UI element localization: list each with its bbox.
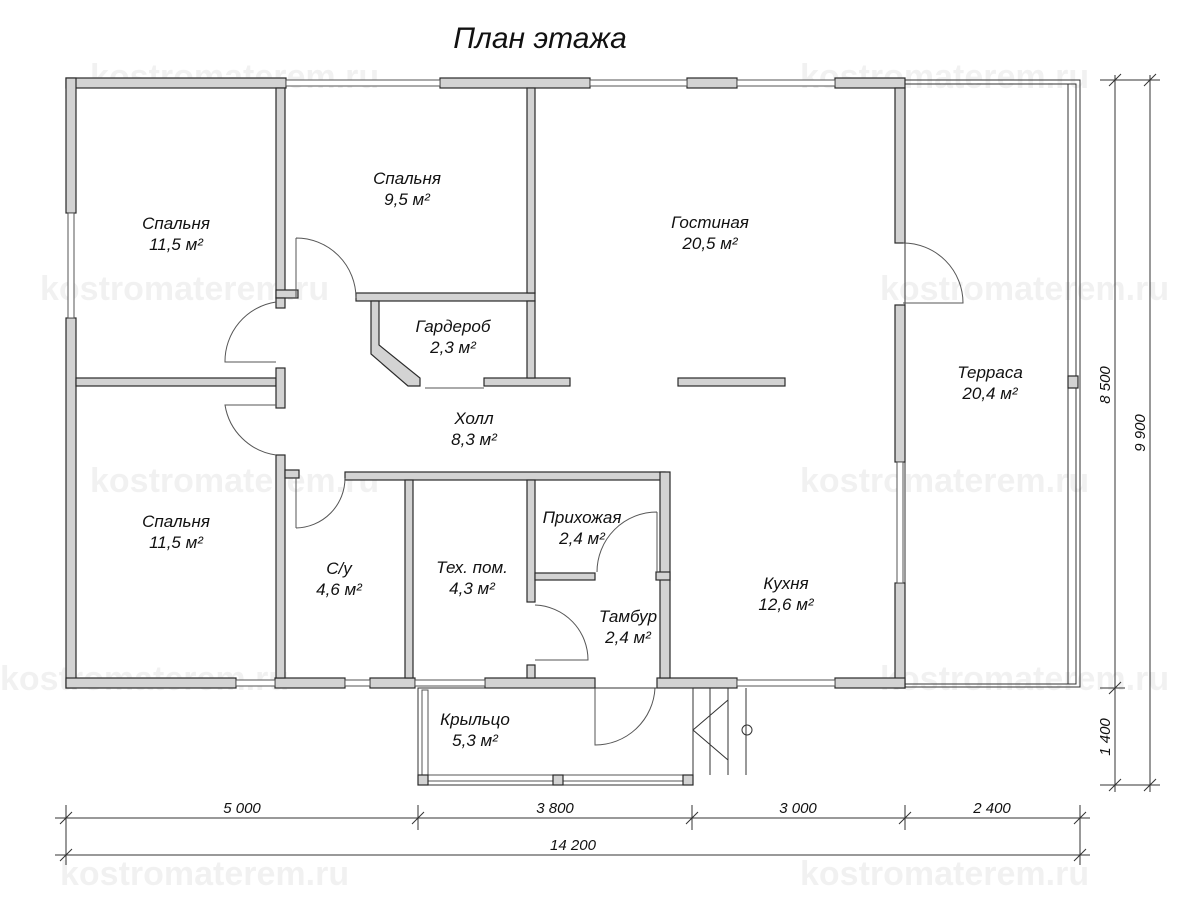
room-name: Гостиная [671, 213, 749, 232]
room-name: Холл [453, 409, 494, 428]
porch [417, 687, 753, 786]
room-name: Гардероб [416, 317, 492, 336]
watermark: kostromaterem.ru [880, 270, 1169, 308]
dimension-label: 1 400 [1097, 718, 1114, 756]
dimension-label: 2 400 [972, 800, 1011, 817]
watermark: kostromaterem.ru [800, 462, 1089, 500]
dimension-label: 3 800 [536, 800, 574, 817]
room-name: Спальня [142, 512, 210, 531]
dimension-label: 3 000 [779, 800, 817, 817]
room-name: Спальня [142, 214, 210, 233]
room-labels: Спальня 11,5 м² Спальня 9,5 м² Гостиная … [142, 169, 1023, 750]
plan-title: План этажа [453, 22, 627, 55]
dimension-label: 8 500 [1097, 366, 1114, 404]
watermark: kostromaterem.ru [880, 660, 1169, 698]
room-name: Крыльцо [440, 710, 510, 729]
watermarks: kostromaterem.ru kostromaterem.ru kostro… [0, 58, 1169, 893]
exterior-walls [65, 77, 906, 689]
room-area: 8,3 м² [451, 430, 498, 449]
room-area: 20,5 м² [681, 234, 738, 253]
dimension-label: 9 900 [1132, 414, 1149, 452]
watermark: kostromaterem.ru [60, 855, 349, 893]
room-name: С/у [326, 559, 353, 578]
room-area: 4,3 м² [449, 579, 496, 598]
room-area: 9,5 м² [384, 190, 431, 209]
room-area: 11,5 м² [149, 533, 204, 552]
room-name: Спальня [373, 169, 441, 188]
dimension-label: 14 200 [550, 837, 597, 854]
watermark: kostromaterem.ru [40, 270, 329, 308]
dimension-label: 5 000 [223, 800, 261, 817]
doors [224, 237, 964, 746]
room-name: Тех. пом. [436, 558, 508, 577]
room-area: 2,3 м² [429, 338, 477, 357]
watermark: kostromaterem.ru [90, 58, 379, 96]
room-area: 2,4 м² [604, 628, 652, 647]
interior-walls [75, 87, 786, 679]
room-name: Прихожая [543, 508, 622, 527]
watermark: kostromaterem.ru [90, 462, 379, 500]
room-name: Терраса [957, 363, 1023, 382]
watermark: kostromaterem.ru [800, 855, 1089, 893]
room-name: Кухня [763, 574, 808, 593]
room-area: 20,4 м² [961, 384, 1018, 403]
room-area: 2,4 м² [558, 529, 606, 548]
room-area: 11,5 м² [149, 235, 204, 254]
room-name: Тамбур [599, 607, 657, 626]
room-area: 12,6 м² [758, 595, 814, 614]
room-area: 4,6 м² [316, 580, 363, 599]
room-area: 5,3 м² [452, 731, 499, 750]
watermark: kostromaterem.ru [800, 58, 1089, 96]
dimension-lines: 5 000 3 800 3 000 2 400 14 200 8 500 1 4… [55, 73, 1160, 865]
